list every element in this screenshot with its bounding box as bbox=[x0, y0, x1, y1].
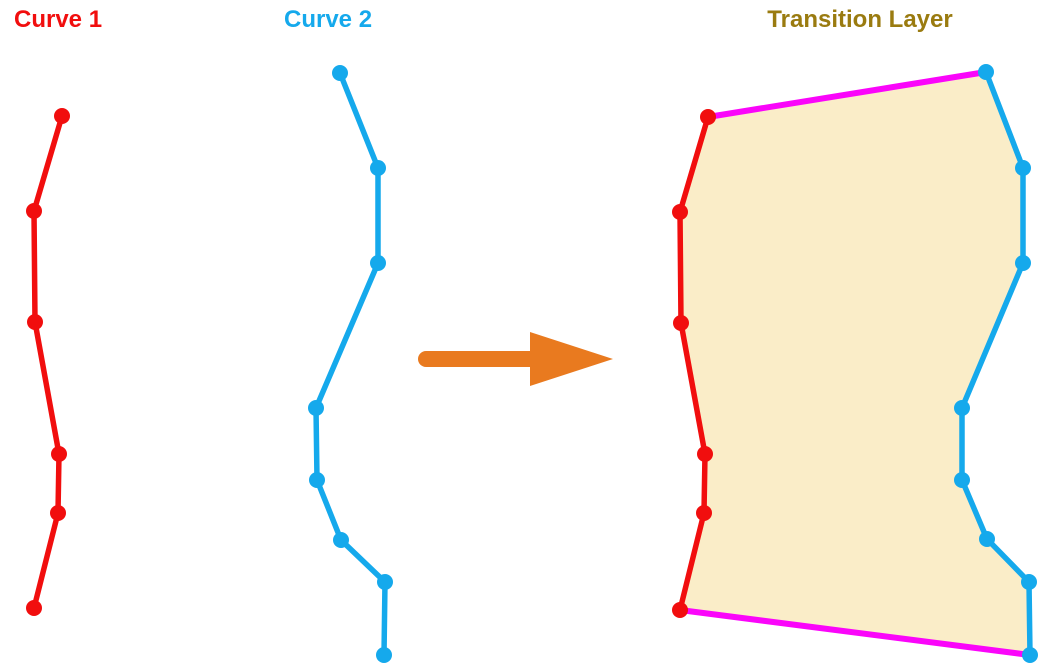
curve1-point-5 bbox=[26, 600, 42, 616]
transition-right-curve-point-1 bbox=[1015, 160, 1031, 176]
transition-right-curve-point-4 bbox=[954, 472, 970, 488]
curve2-point-2 bbox=[370, 255, 386, 271]
transition-left-curve-point-3 bbox=[697, 446, 713, 462]
curve2-point-0 bbox=[332, 65, 348, 81]
curve2-point-1 bbox=[370, 160, 386, 176]
curve2-point-7 bbox=[376, 647, 392, 663]
transition-right-curve-point-3 bbox=[954, 400, 970, 416]
curve1-line bbox=[31, 115, 65, 609]
curve2-point-5 bbox=[333, 532, 349, 548]
curve1-label: Curve 1 bbox=[14, 6, 103, 33]
transition-left-curve-point-2 bbox=[673, 315, 689, 331]
curve2-line bbox=[313, 71, 388, 656]
curve1-point-1 bbox=[26, 203, 42, 219]
transition-left-curve-point-0 bbox=[700, 109, 716, 125]
curve1-point-3 bbox=[51, 446, 67, 462]
transition-bottom-edge bbox=[679, 607, 1031, 658]
transition-right-curve-line bbox=[959, 71, 1033, 656]
curve2-label: Curve 2 bbox=[284, 6, 373, 33]
curve1-point-4 bbox=[50, 505, 66, 521]
transition-right-curve-point-6 bbox=[1021, 574, 1037, 590]
transition-left-curve-point-1 bbox=[672, 204, 688, 220]
transition-left-curve-point-4 bbox=[696, 505, 712, 521]
transition-left-curve-point-5 bbox=[672, 602, 688, 618]
curve1-point-0 bbox=[54, 108, 70, 124]
transition-layer-label: Transition Layer bbox=[767, 6, 953, 33]
curve2-point-4 bbox=[309, 472, 325, 488]
curve1-point-2 bbox=[27, 314, 43, 330]
transition-right-curve-point-5 bbox=[979, 531, 995, 547]
transition-layer-fill bbox=[680, 72, 1030, 655]
transition-right-curve-point-2 bbox=[1015, 255, 1031, 271]
transition-top-edge bbox=[707, 69, 987, 120]
transition-right-curve-point-7 bbox=[1022, 647, 1038, 663]
transition-left-curve-line bbox=[677, 116, 711, 611]
transition-right-curve-point-0 bbox=[978, 64, 994, 80]
arrow-head-icon bbox=[530, 332, 613, 386]
curve2-point-3 bbox=[308, 400, 324, 416]
curve2-point-6 bbox=[377, 574, 393, 590]
